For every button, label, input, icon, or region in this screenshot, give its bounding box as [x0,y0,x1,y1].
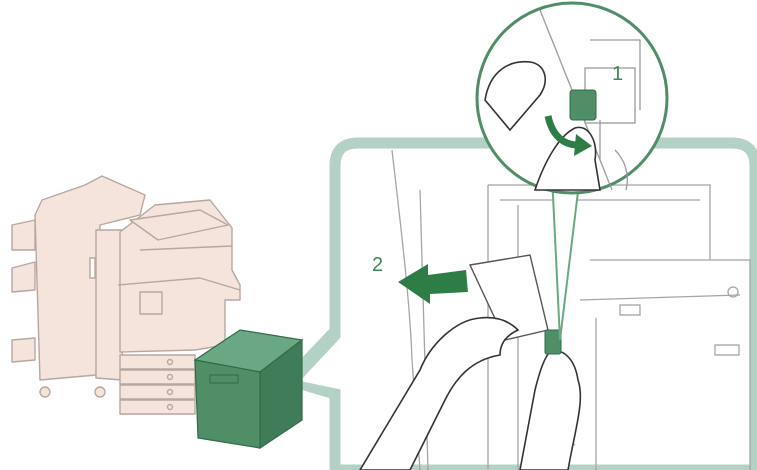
zoom-circle [477,3,667,193]
release-lever [545,330,561,354]
step-label-1: 1 [612,64,623,84]
step-label-2: 2 [372,255,383,275]
